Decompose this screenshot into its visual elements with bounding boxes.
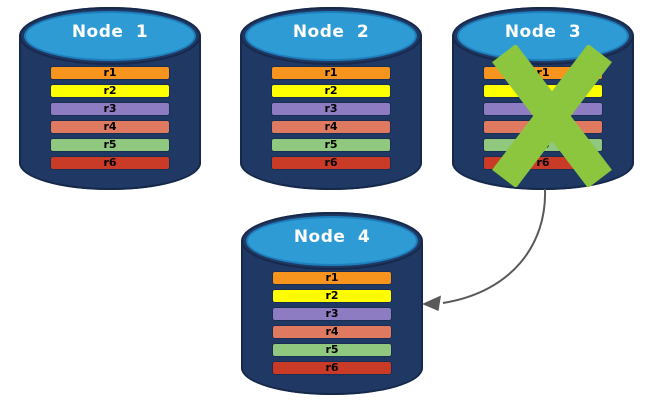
record-bar-r4: r4	[50, 120, 170, 134]
record-bar-r3: r3	[271, 102, 391, 116]
record-bar-r3: r3	[50, 102, 170, 116]
record-list: r1 r2 r3 r4 r5 r6	[272, 271, 392, 379]
record-bar-r4: r4	[271, 120, 391, 134]
record-bar-r1: r1	[272, 271, 392, 285]
record-bar-r6: r6	[50, 156, 170, 170]
node-cylinder-node-2: Node 2 r1 r2 r3 r4 r5 r6	[240, 7, 422, 190]
cylinder-top-ellipse	[246, 216, 418, 266]
record-bar-r1: r1	[271, 66, 391, 80]
record-bar-r5: r5	[271, 138, 391, 152]
record-list: r1 r2 r3 r4 r5 r6	[50, 66, 170, 174]
record-bar-r5: r5	[50, 138, 170, 152]
record-bar-r3: r3	[272, 307, 392, 321]
cylinder-top-ellipse	[245, 11, 417, 61]
record-list: r1 r2 r3 r4 r5 r6	[271, 66, 391, 174]
record-bar-r2: r2	[272, 289, 392, 303]
node-title: Node 1	[71, 22, 149, 42]
record-bar-r6: r6	[272, 361, 392, 375]
node-cylinder-node-4: Node 4 r1 r2 r3 r4 r5 r6	[241, 212, 423, 395]
record-bar-r2: r2	[50, 84, 170, 98]
record-bar-r5: r5	[272, 343, 392, 357]
record-bar-r6: r6	[271, 156, 391, 170]
failover-arrow-curve	[442, 188, 547, 304]
failure-x-icon	[492, 45, 612, 187]
record-bar-r4: r4	[272, 325, 392, 339]
cylinder-top-ellipse	[457, 11, 629, 61]
node-title: Node 2	[292, 22, 370, 42]
node-title: Node 4	[293, 227, 371, 247]
record-bar-r2: r2	[271, 84, 391, 98]
failover-arrowhead-icon	[422, 295, 441, 311]
node-title: Node 3	[504, 22, 582, 42]
node-cylinder-node-1: Node 1 r1 r2 r3 r4 r5 r6	[19, 7, 201, 190]
cylinder-top-ellipse	[24, 11, 196, 61]
record-bar-r1: r1	[50, 66, 170, 80]
